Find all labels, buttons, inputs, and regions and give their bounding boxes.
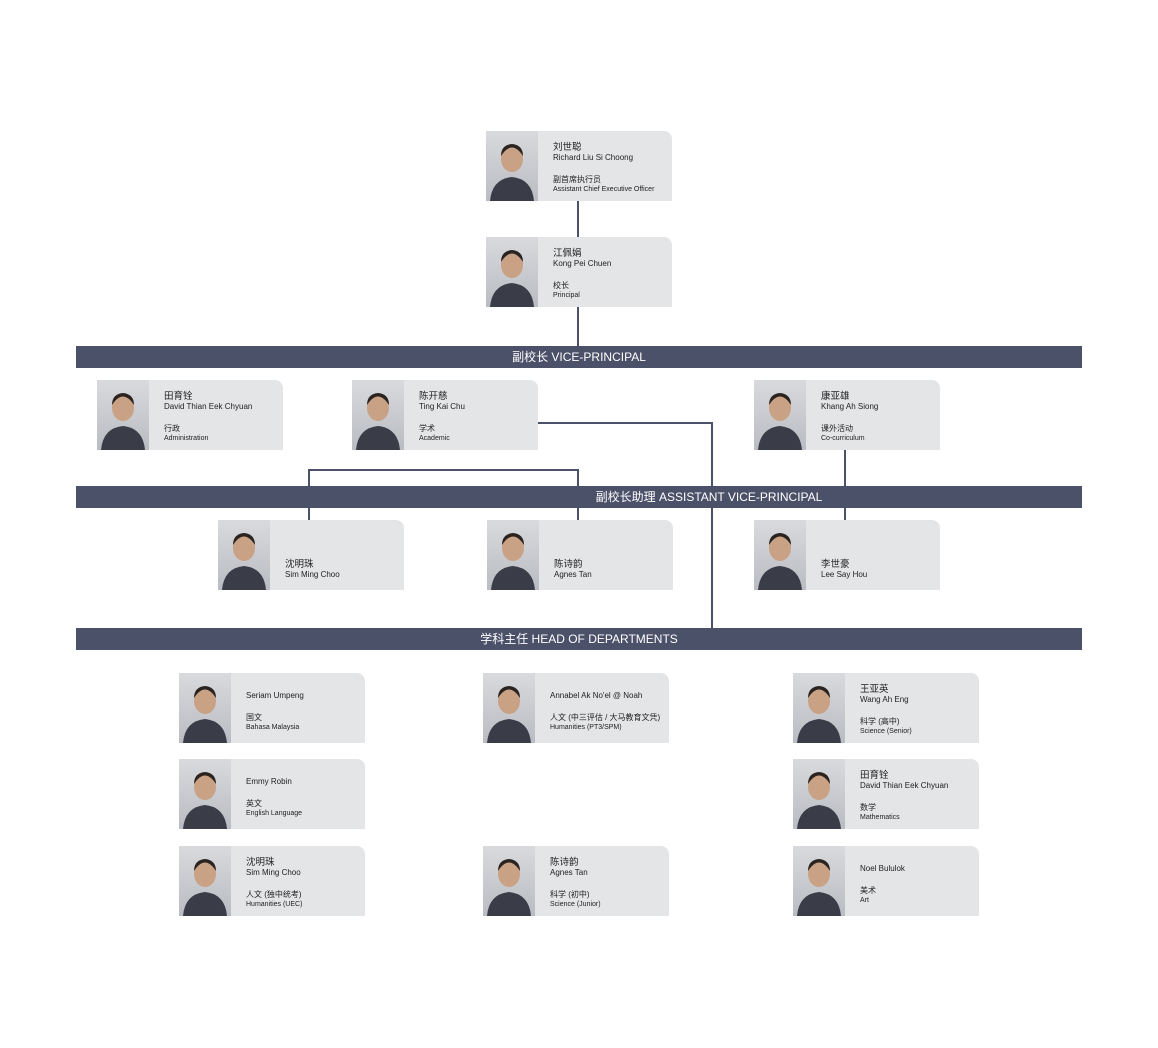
person-photo bbox=[97, 380, 149, 450]
role-english: Administration bbox=[164, 435, 209, 442]
name-english: Kong Pei Chuen bbox=[553, 259, 612, 268]
role-english: Academic bbox=[419, 435, 450, 442]
role-chinese: 人文 (独中统考) bbox=[246, 890, 302, 899]
name-chinese: 沈明珠 bbox=[285, 559, 314, 570]
name-chinese: 沈明珠 bbox=[246, 857, 275, 868]
name-english: Khang Ah Siong bbox=[821, 402, 879, 411]
role-english: Principal bbox=[553, 292, 580, 299]
role-chinese: 行政 bbox=[164, 424, 180, 433]
person-photo bbox=[179, 673, 231, 743]
person-photo bbox=[218, 520, 270, 590]
connector bbox=[844, 450, 846, 520]
role-chinese: 校长 bbox=[553, 281, 569, 290]
section-bar-assistant-vice-principal: 副校长助理 ASSISTANT VICE-PRINCIPAL bbox=[76, 486, 1082, 508]
person-photo bbox=[754, 520, 806, 590]
role-english: Humanities (UEC) bbox=[246, 901, 303, 908]
name-english: Agnes Tan bbox=[554, 570, 592, 579]
name-english: Annabel Ak No'el @ Noah bbox=[550, 691, 643, 700]
role-english: Science (Junior) bbox=[550, 901, 601, 908]
role-chinese: 科学 (初中) bbox=[550, 890, 590, 899]
role-english: Science (Senior) bbox=[860, 728, 912, 735]
name-english: Seriam Umpeng bbox=[246, 691, 304, 700]
name-english: Lee Say Hou bbox=[821, 570, 868, 579]
name-chinese: 陈诗韵 bbox=[550, 857, 579, 868]
connector bbox=[711, 422, 713, 628]
person-card: Annabel Ak No'el @ Noah 人文 (中三评估 / 大马教育文凭… bbox=[483, 673, 669, 743]
name-chinese: 刘世聪 bbox=[553, 142, 582, 153]
person-photo bbox=[483, 846, 535, 916]
role-english: Co-curriculum bbox=[821, 435, 865, 442]
section-bar-head-of-departments: 学科主任 HEAD OF DEPARTMENTS bbox=[76, 628, 1082, 650]
role-english: Bahasa Malaysia bbox=[246, 724, 300, 731]
person-photo bbox=[179, 846, 231, 916]
role-chinese: 副首席执行员 bbox=[553, 175, 601, 184]
person-photo bbox=[793, 673, 845, 743]
connector bbox=[577, 201, 579, 237]
role-english: English Language bbox=[246, 810, 303, 817]
name-english: Sim Ming Choo bbox=[285, 570, 340, 579]
role-chinese: 课外活动 bbox=[821, 424, 853, 433]
person-photo bbox=[179, 759, 231, 829]
person-card: Seriam Umpeng 国文 Bahasa Malaysia bbox=[179, 673, 365, 743]
name-english: Agnes Tan bbox=[550, 868, 588, 877]
person-photo bbox=[793, 759, 845, 829]
name-english: David Thian Eek Chyuan bbox=[860, 781, 949, 790]
role-chinese: 数学 bbox=[860, 803, 876, 812]
name-chinese: 王亚英 bbox=[860, 684, 889, 695]
name-english: Wang Ah Eng bbox=[860, 695, 909, 704]
name-english: Sim Ming Choo bbox=[246, 868, 301, 877]
person-card: Emmy Robin 英文 English Language bbox=[179, 759, 365, 829]
name-english: Richard Liu Si Choong bbox=[553, 153, 634, 162]
person-photo bbox=[486, 237, 538, 307]
role-english: Assistant Chief Executive Officer bbox=[553, 186, 655, 193]
role-chinese: 国文 bbox=[246, 713, 262, 722]
role-chinese: 人文 (中三评估 / 大马教育文凭) bbox=[550, 713, 661, 722]
name-english: Noel Bululok bbox=[860, 864, 905, 873]
connector bbox=[537, 422, 713, 424]
person-card: Noel Bululok 美术 Art bbox=[793, 846, 979, 916]
person-photo bbox=[487, 520, 539, 590]
person-photo bbox=[483, 673, 535, 743]
name-english: Emmy Robin bbox=[246, 777, 292, 786]
connector bbox=[577, 307, 579, 346]
name-chinese: 田育铨 bbox=[860, 770, 889, 781]
role-chinese: 科学 (高中) bbox=[860, 717, 900, 726]
role-chinese: 美术 bbox=[860, 886, 876, 895]
person-photo bbox=[486, 131, 538, 201]
person-photo bbox=[793, 846, 845, 916]
role-chinese: 学术 bbox=[419, 424, 435, 433]
person-photo bbox=[754, 380, 806, 450]
name-chinese: 李世豪 bbox=[821, 559, 850, 570]
role-english: Art bbox=[860, 897, 869, 904]
name-chinese: 江佩娟 bbox=[553, 248, 582, 259]
person-photo bbox=[352, 380, 404, 450]
name-english: David Thian Eek Chyuan bbox=[164, 402, 253, 411]
connector bbox=[308, 469, 579, 471]
role-chinese: 英文 bbox=[246, 799, 262, 808]
name-english: Ting Kai Chu bbox=[419, 402, 465, 411]
name-chinese: 陈开慈 bbox=[419, 391, 448, 402]
name-chinese: 田育铨 bbox=[164, 391, 193, 402]
section-bar-vice-principal: 副校长 VICE-PRINCIPAL bbox=[76, 346, 1082, 368]
name-chinese: 康亚雄 bbox=[821, 391, 850, 402]
role-english: Humanities (PT3/SPM) bbox=[550, 724, 622, 731]
name-chinese: 陈诗韵 bbox=[554, 559, 583, 570]
role-english: Mathematics bbox=[860, 814, 900, 821]
